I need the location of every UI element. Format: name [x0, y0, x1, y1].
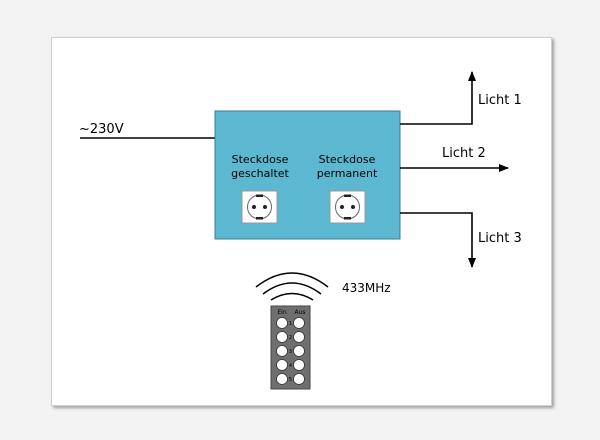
- right-socket-label-1: Steckdose: [319, 153, 376, 166]
- remote-row-number: 2: [289, 335, 292, 341]
- radio-waves-icon: [255, 272, 329, 301]
- supply-label: ~230V: [79, 122, 124, 137]
- remote-row-number: 5: [289, 377, 292, 383]
- output-line-1: [400, 71, 476, 125]
- remote-control: Ein Aus 1 2 3 4 5: [270, 305, 311, 390]
- left-socket-label-2: geschaltet: [231, 167, 289, 180]
- output-label-2: Licht 2: [442, 146, 486, 161]
- frequency-label: 433MHz: [342, 281, 391, 295]
- output-label-1: Licht 1: [478, 93, 522, 108]
- output-label-3: Licht 3: [478, 231, 522, 246]
- remote-row: 4: [276, 359, 305, 371]
- remote-row: 2: [276, 331, 305, 343]
- remote-row-number: 3: [289, 349, 292, 355]
- remote-on-header: Ein: [277, 309, 286, 316]
- remote-off-header: Aus: [294, 309, 305, 316]
- right-socket-label-2: permanent: [317, 167, 378, 180]
- switched-socket-icon: [241, 190, 278, 224]
- output-line-3: [400, 212, 476, 268]
- permanent-socket-icon: [329, 190, 366, 224]
- remote-row: 1: [276, 317, 305, 329]
- left-socket-label-1: Steckdose: [232, 153, 289, 166]
- remote-row-number: 1: [289, 321, 292, 327]
- remote-row: 5: [276, 373, 305, 385]
- remote-row: 3: [276, 345, 305, 357]
- remote-row-number: 4: [289, 363, 292, 369]
